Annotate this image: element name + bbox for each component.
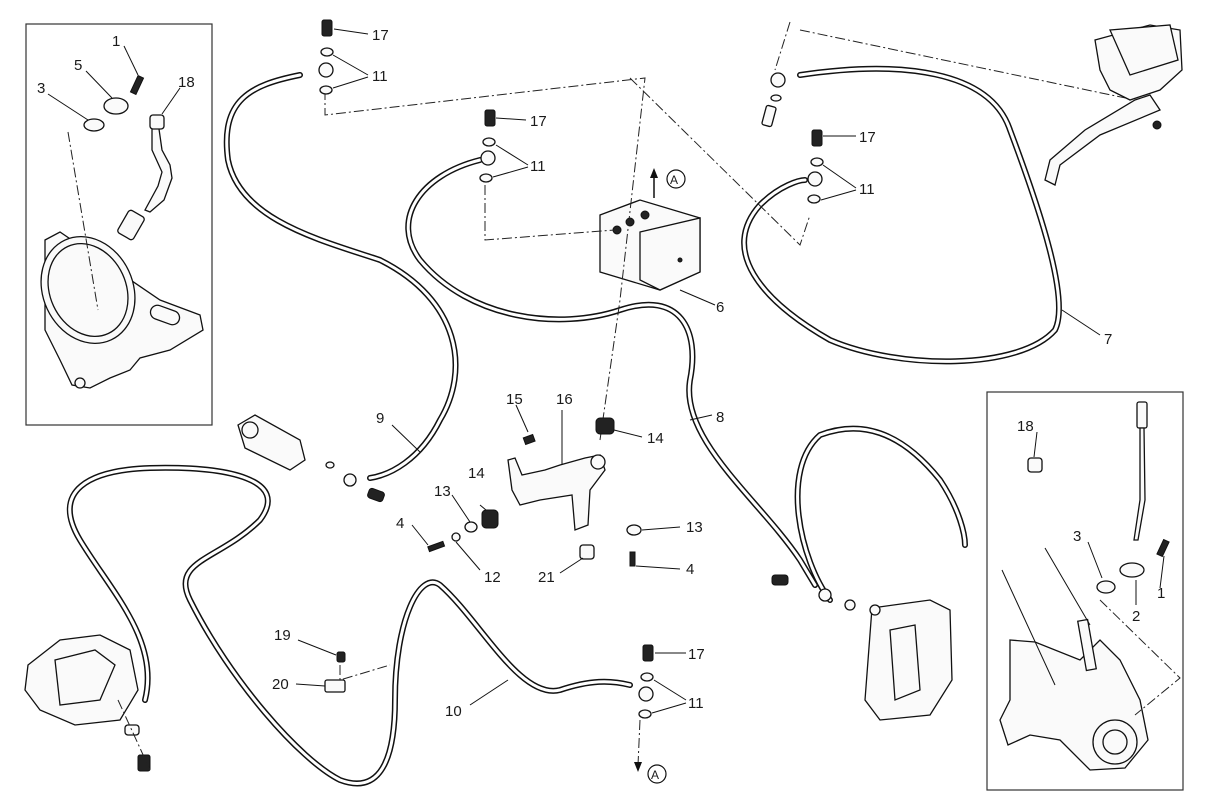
cap-18 bbox=[149, 114, 165, 130]
callout-3: 3 bbox=[37, 80, 45, 97]
callout-6: 6 bbox=[716, 299, 724, 316]
rear-brake-caliper bbox=[24, 634, 151, 772]
assembly-line bbox=[1099, 599, 1181, 716]
callout-8: 8 bbox=[716, 409, 724, 426]
callout-17: 17 bbox=[688, 646, 705, 663]
sensor-body-5 bbox=[103, 97, 129, 115]
assembly-line bbox=[324, 77, 646, 441]
callout-9: 9 bbox=[376, 410, 384, 427]
reference-marker-top bbox=[666, 169, 686, 189]
inset-rear-sensor: 18 3 1 2 bbox=[986, 391, 1184, 791]
callout-1: 1 bbox=[112, 33, 120, 50]
hose-10[interactable] bbox=[66, 464, 633, 787]
callout-21: 21 bbox=[538, 569, 555, 586]
front-brake-caliper bbox=[771, 574, 953, 721]
front-master-cylinder-lever bbox=[1044, 24, 1183, 186]
abs-modulator-6[interactable] bbox=[599, 199, 701, 291]
sensor-cable bbox=[1133, 427, 1146, 541]
callout-11: 11 bbox=[688, 695, 704, 712]
arrow-head-icon bbox=[650, 168, 658, 178]
bolt-4 bbox=[427, 540, 446, 553]
callout-12: 12 bbox=[484, 569, 501, 586]
sensor-body bbox=[1119, 562, 1145, 578]
reference-a-bottom: A bbox=[651, 768, 659, 782]
bracket-hole bbox=[74, 377, 86, 389]
banjo-group-right: 17 11 bbox=[761, 72, 876, 204]
callout-13: 13 bbox=[686, 519, 703, 536]
callout-4: 4 bbox=[396, 515, 404, 532]
bracket-slot bbox=[149, 304, 181, 326]
inset-frame-left bbox=[25, 23, 213, 426]
spacer-3 bbox=[83, 118, 105, 132]
washer-13 bbox=[626, 524, 642, 536]
callout-15: 15 bbox=[506, 391, 523, 408]
callout-11: 11 bbox=[859, 181, 875, 198]
callout-18: 18 bbox=[1017, 418, 1034, 435]
callout-18: 18 bbox=[178, 74, 195, 91]
spacer-21 bbox=[579, 544, 595, 560]
sensor-connector bbox=[117, 209, 145, 241]
hose-clamp-group: 19 20 bbox=[272, 627, 391, 693]
bracket-ring-inner bbox=[47, 242, 129, 338]
callout-14: 14 bbox=[647, 430, 664, 447]
assembly-line bbox=[484, 185, 616, 241]
bracket-assembly: 15 16 14 14 13 13 4 4 12 21 bbox=[396, 391, 703, 586]
screw-15 bbox=[522, 433, 536, 446]
callout-1: 1 bbox=[1157, 585, 1165, 602]
arrow-down-icon bbox=[634, 762, 642, 772]
callout-13: 13 bbox=[434, 483, 451, 500]
inset-front-sensor: 1 5 3 18 bbox=[25, 23, 213, 426]
reference-a-top: A bbox=[670, 173, 678, 187]
banjo-group-bottom: 17 11 A bbox=[634, 644, 705, 784]
assembly-line bbox=[67, 131, 99, 311]
washer-13 bbox=[464, 521, 478, 533]
hose-7[interactable] bbox=[741, 65, 1062, 365]
callout-19: 19 bbox=[274, 627, 291, 644]
clamp-20 bbox=[324, 679, 346, 693]
callout-11: 11 bbox=[372, 68, 388, 85]
screw-19 bbox=[336, 651, 346, 663]
bolt-1 bbox=[129, 74, 145, 96]
callout-7: 7 bbox=[1104, 331, 1112, 348]
reference-marker-bottom bbox=[647, 764, 667, 784]
rear-master-cylinder bbox=[237, 414, 385, 503]
link-rod bbox=[1076, 618, 1098, 672]
callout-2: 2 bbox=[1132, 608, 1140, 625]
banjo-group-center: 17 11 bbox=[479, 109, 547, 183]
callout-14: 14 bbox=[468, 465, 485, 482]
callout-4: 4 bbox=[686, 561, 694, 578]
assembly-line bbox=[629, 77, 811, 246]
callout-5: 5 bbox=[74, 57, 82, 74]
sensor-cable bbox=[144, 121, 173, 213]
callout-16: 16 bbox=[556, 391, 573, 408]
callout-17: 17 bbox=[859, 129, 876, 146]
callout-11: 11 bbox=[530, 158, 546, 175]
grommet-14 bbox=[481, 509, 499, 529]
assembly-line bbox=[774, 21, 1136, 101]
cap-18 bbox=[1027, 457, 1043, 473]
spacer-3 bbox=[1096, 580, 1116, 594]
grommet-14 bbox=[595, 417, 615, 435]
front-brake-hose[interactable] bbox=[794, 425, 968, 603]
hose-9[interactable] bbox=[223, 72, 459, 481]
bolt-4 bbox=[629, 551, 636, 567]
callout-20: 20 bbox=[272, 676, 289, 693]
bolt-1 bbox=[1156, 538, 1170, 558]
banjo-group-top-left: 17 11 bbox=[318, 19, 389, 95]
callout-10: 10 bbox=[445, 703, 462, 720]
callout-17: 17 bbox=[530, 113, 547, 130]
callout-3: 3 bbox=[1073, 528, 1081, 545]
bearing bbox=[1102, 729, 1128, 755]
inset-frame-right bbox=[986, 391, 1184, 791]
sensor-connector bbox=[1136, 401, 1148, 429]
banjo-master-cylinder bbox=[770, 72, 786, 88]
callout-17: 17 bbox=[372, 27, 389, 44]
washer-12 bbox=[451, 532, 461, 542]
